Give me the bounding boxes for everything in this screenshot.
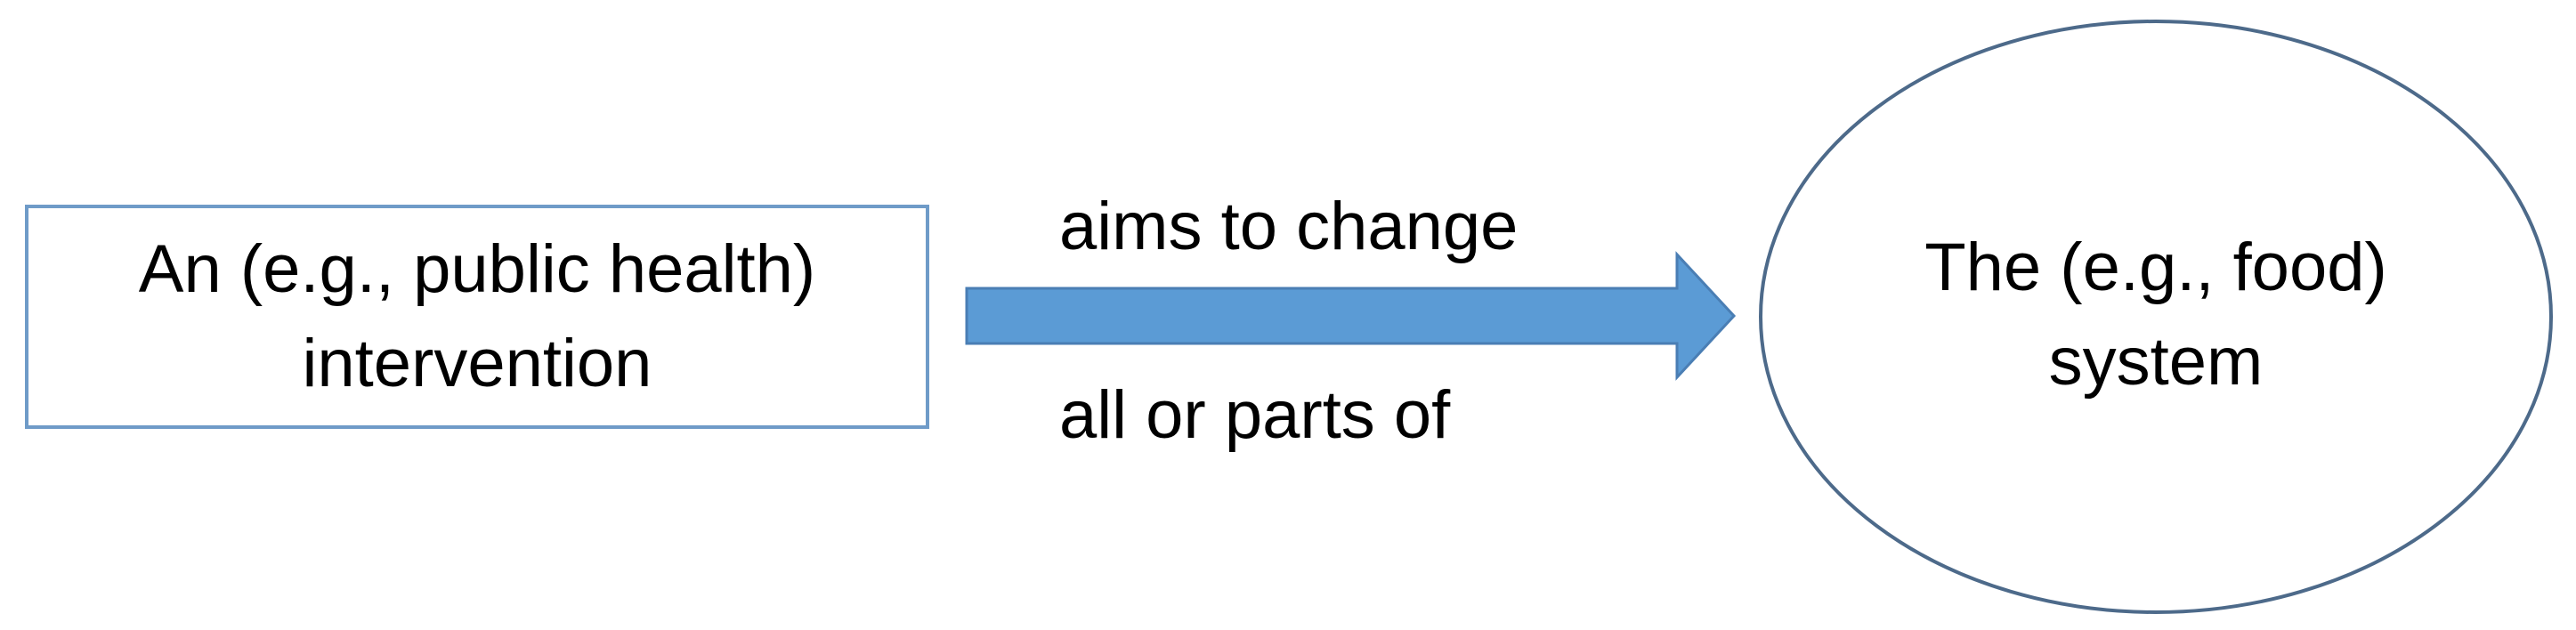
intervention-line-2: intervention	[302, 326, 652, 401]
system-label: The (e.g., food) system	[1764, 221, 2548, 409]
ellipse-shape	[1759, 20, 2553, 614]
intervention-line-1: An (e.g., public health)	[138, 231, 816, 307]
right-arrow-icon	[965, 251, 1737, 381]
system-line-1: The (e.g., food)	[1924, 230, 2387, 305]
arrow-label-top: aims to change	[1059, 189, 1519, 264]
arrow-shape	[965, 251, 1737, 381]
system-ellipse	[1759, 20, 2553, 614]
system-line-2: system	[2048, 324, 2264, 400]
intervention-box: An (e.g., public health) intervention	[25, 205, 929, 429]
arrow-label-bottom: all or parts of	[1059, 377, 1451, 453]
